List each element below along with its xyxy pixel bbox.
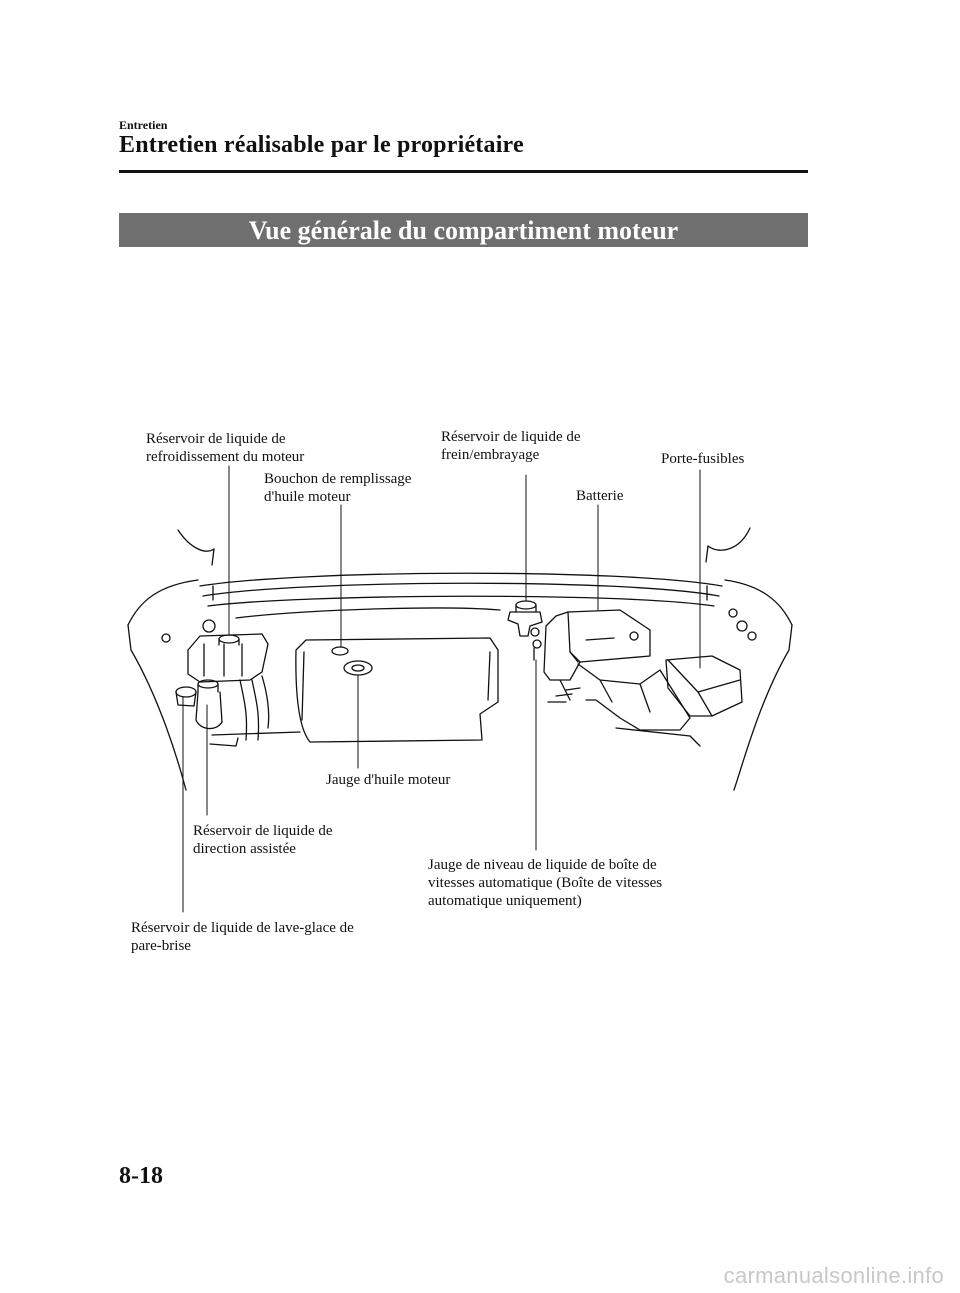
callout-fuse-box: Porte-fusibles <box>661 450 744 468</box>
washer-reservoir-cap <box>176 687 196 706</box>
callout-oil-filler-cap: Bouchon de remplissage d'huile moteur <box>264 470 411 506</box>
battery <box>544 610 650 680</box>
atf-dipstick <box>533 640 541 660</box>
brake-fluid-reservoir <box>508 601 542 636</box>
callout-washer-reservoir: Réservoir de liquide de lave-glace de pa… <box>131 919 354 955</box>
cowl-panel <box>200 573 722 586</box>
callout-battery: Batterie <box>576 487 623 505</box>
power-steering-reservoir <box>196 680 222 729</box>
callout-power-steering: Réservoir de liquide de direction assist… <box>193 822 333 858</box>
fuse-box <box>666 656 742 716</box>
watermark[interactable]: carmanualsonline.info <box>724 1263 944 1289</box>
callout-coolant-reservoir: Réservoir de liquide de refroidissement … <box>146 430 304 466</box>
coolant-reservoir <box>188 634 268 682</box>
page-number: 8-18 <box>119 1163 163 1190</box>
engine-cover <box>296 638 498 742</box>
callout-oil-dipstick: Jauge d'huile moteur <box>326 771 450 789</box>
left-fender <box>178 530 214 551</box>
air-intake <box>548 664 690 730</box>
callout-brake-reservoir: Réservoir de liquide de frein/embrayage <box>441 428 581 464</box>
callout-atf-dipstick: Jauge de niveau de liquide de boîte de v… <box>428 856 662 910</box>
